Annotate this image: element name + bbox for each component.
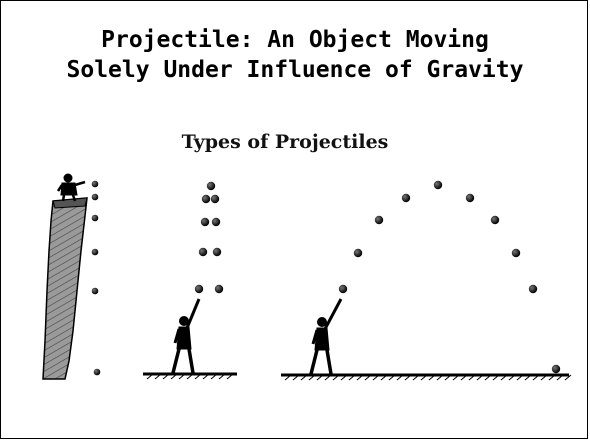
cliff-drop-scene — [42, 173, 101, 380]
projectile-ball — [206, 181, 216, 191]
launcher-person-icon — [309, 298, 343, 375]
person-on-cliff-icon — [56, 173, 86, 202]
projectile-ball — [511, 248, 521, 258]
ground-hatch-long — [284, 374, 572, 381]
ground-hatch — [146, 373, 234, 380]
projectile-ball — [433, 180, 443, 190]
projectile-ball — [551, 364, 561, 374]
projectile-ball — [214, 284, 224, 294]
projectile-ball — [465, 193, 475, 203]
parabolic-ball-path — [338, 180, 561, 374]
title-line-1: Projectile: An Object Moving — [101, 27, 489, 53]
projectile-ball — [211, 217, 221, 227]
projectile-ball — [91, 193, 99, 201]
projectile-ball — [353, 248, 363, 258]
projectile-ball — [91, 214, 99, 222]
dropped-ball-path — [91, 180, 101, 376]
projectile-ball — [91, 287, 99, 295]
slide-title: Projectile: An Object Moving Solely Unde… — [1, 25, 589, 85]
projectile-ball — [212, 247, 222, 257]
projectile-ball — [338, 284, 348, 294]
projectile-ball — [401, 193, 411, 203]
diagram-subtitle: Types of Projectiles — [181, 131, 389, 153]
cliff — [42, 197, 88, 380]
projectile-ball — [194, 284, 204, 294]
thrower-person-icon — [171, 298, 201, 374]
vertical-ball-path — [194, 181, 224, 294]
projectile-ball — [200, 217, 210, 227]
projectile-ball — [91, 248, 99, 256]
projectile-ball — [198, 247, 208, 257]
projectile-ball — [210, 194, 220, 204]
vertical-throw-scene — [143, 181, 237, 380]
projectile-ball — [528, 284, 538, 294]
title-line-2: Solely Under Influence of Gravity — [66, 57, 524, 83]
angled-launch-scene — [281, 180, 572, 381]
projectile-ball — [374, 215, 384, 225]
projectile-ball — [201, 194, 211, 204]
projectile-ball — [490, 215, 500, 225]
projectile-ball — [91, 180, 99, 188]
projectile-ball — [93, 368, 101, 376]
